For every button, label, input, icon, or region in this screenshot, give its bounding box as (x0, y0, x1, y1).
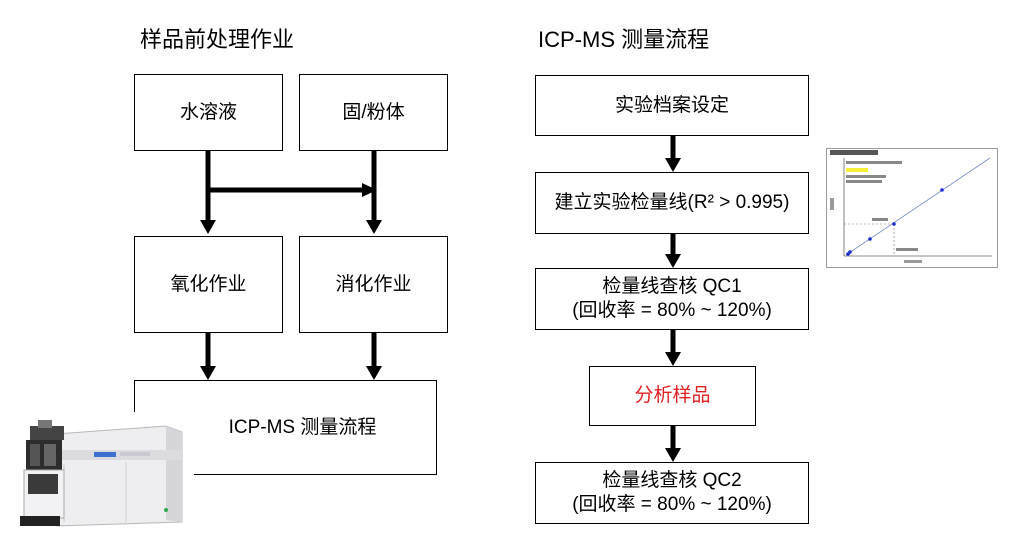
digestion-label: 消化作业 (335, 273, 412, 295)
icp-ms-instrument-image (16, 412, 194, 530)
aqueous-box: 水溶液 (134, 74, 283, 151)
step-qc2-line2: (回收率 = 80% ~ 120%) (572, 494, 772, 515)
step-qc1-box: 检量线查核 QC1 (回收率 = 80% ~ 120%) (535, 268, 809, 330)
step-qc1-line1: 检量线查核 QC1 (602, 276, 742, 297)
step-setup-label: 实验档案设定 (614, 94, 729, 116)
left-title: 样品前处理作业 (140, 27, 295, 52)
right-title: ICP-MS 测量流程 (538, 27, 710, 52)
aqueous-label: 水溶液 (179, 101, 237, 123)
solid-label: 固/粉体 (342, 101, 405, 123)
step-calibration-label: 建立实验检量线(R² > 0.995) (554, 192, 790, 213)
oxidation-box: 氧化作业 (134, 236, 283, 333)
step-qc2-line1: 检量线查核 QC2 (602, 470, 742, 491)
measure-label: ICP-MS 测量流程 (228, 416, 377, 438)
step-analyze-box: 分析样品 (589, 366, 756, 426)
step-qc1-line2: (回收率 = 80% ~ 120%) (572, 300, 772, 321)
digestion-box: 消化作业 (299, 236, 448, 333)
step-setup-box: 实验档案设定 (535, 75, 809, 136)
step-analyze-label: 分析样品 (634, 385, 711, 406)
oxidation-label: 氧化作业 (170, 273, 247, 295)
calibration-curve-thumbnail (826, 148, 998, 268)
solid-box: 固/粉体 (299, 74, 448, 151)
step-calibration-box: 建立实验检量线(R² > 0.995) (535, 172, 809, 234)
step-qc2-box: 检量线查核 QC2 (回收率 = 80% ~ 120%) (535, 462, 809, 524)
